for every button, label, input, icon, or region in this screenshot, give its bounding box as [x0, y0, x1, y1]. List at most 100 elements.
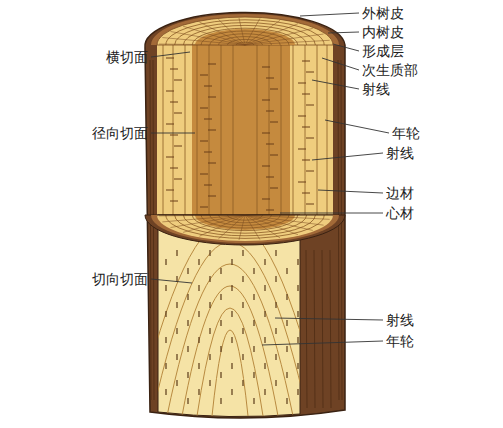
ring-arc	[166, 20, 324, 45]
ray-mark	[231, 363, 232, 369]
bark-line	[314, 250, 315, 408]
ray-mark	[170, 102, 178, 103]
ray-mark	[297, 285, 298, 291]
ray-mark	[208, 97, 216, 98]
ray-mark	[266, 78, 274, 79]
sapwood	[157, 215, 333, 241]
ring-arc	[175, 215, 316, 236]
growth-arch	[197, 308, 263, 416]
ray-mark	[275, 302, 276, 308]
ray-mark	[170, 168, 178, 169]
ring-line	[221, 45, 222, 215]
ray-mark	[242, 302, 243, 308]
cross-section-mid	[145, 215, 345, 245]
ray-mark	[198, 259, 199, 265]
ray-mark	[208, 64, 216, 65]
ring-line	[327, 45, 328, 215]
ring-line	[305, 45, 306, 215]
ray-mark	[298, 149, 306, 150]
sapwood	[157, 45, 333, 215]
bark-line	[322, 250, 323, 408]
bark-line	[338, 60, 339, 400]
ray-mark	[306, 138, 314, 139]
ray-mark	[306, 105, 314, 106]
ray-mark	[297, 389, 298, 395]
ray-mark	[187, 346, 188, 352]
ray-line	[159, 44, 245, 46]
ray-mark	[198, 363, 199, 369]
ray-mark	[204, 185, 212, 186]
ray-mark	[198, 389, 199, 395]
ray-mark	[306, 204, 314, 205]
ray-mark	[262, 67, 270, 68]
ray-mark	[198, 285, 199, 291]
ray-line	[245, 34, 324, 45]
ring-line	[185, 45, 186, 215]
ray-mark	[298, 83, 306, 84]
ray-mark	[220, 294, 221, 300]
ray-mark	[253, 372, 254, 378]
inner-bark	[151, 14, 339, 45]
ray-mark	[298, 182, 306, 183]
ray-mark	[242, 328, 243, 334]
leader-line	[312, 153, 383, 160]
ray-mark	[170, 201, 178, 202]
leader-line	[275, 318, 383, 320]
ray-line	[245, 215, 330, 219]
ring-line	[197, 45, 198, 215]
ray-mark	[270, 89, 278, 90]
ray-mark	[187, 372, 188, 378]
growth-arch	[152, 242, 308, 416]
ray-mark	[286, 372, 287, 378]
ray-mark	[209, 250, 210, 256]
ray-mark	[165, 389, 166, 395]
ray-mark	[200, 174, 208, 175]
ray-mark	[275, 276, 276, 282]
heartwood	[192, 45, 290, 215]
ring-arc	[210, 34, 280, 45]
ring-arc	[166, 215, 324, 238]
ray-mark	[264, 259, 265, 265]
ray-line	[171, 215, 245, 228]
ring-arc	[175, 23, 316, 45]
ring-arc	[210, 215, 280, 225]
ray-mark	[270, 122, 278, 123]
ray-line	[245, 215, 260, 240]
ray-mark	[176, 328, 177, 334]
ray-mark	[187, 294, 188, 300]
ray-mark	[174, 146, 182, 147]
ray-mark	[266, 144, 274, 145]
cross-section-top	[151, 14, 339, 45]
ray-mark	[170, 135, 178, 136]
part-label: 心材	[386, 205, 414, 221]
part-label: 年轮	[386, 333, 414, 349]
heartwood	[195, 29, 295, 45]
ray-mark	[286, 346, 287, 352]
ring-arc	[192, 28, 298, 45]
heartwood	[195, 215, 295, 230]
ray-mark	[266, 177, 274, 178]
step-edge	[157, 215, 333, 216]
section-label: 切向切面	[92, 271, 148, 287]
ray-mark	[264, 337, 265, 343]
ray-mark	[266, 111, 274, 112]
ray-line	[245, 20, 280, 45]
ray-mark	[165, 363, 166, 369]
ray-mark	[270, 188, 278, 189]
leader-line	[151, 279, 192, 283]
ray-mark	[264, 285, 265, 291]
ray-mark	[286, 268, 287, 274]
inner-bark	[151, 215, 339, 243]
ring-arc	[183, 215, 306, 233]
ray-mark	[242, 276, 243, 282]
ray-mark	[231, 285, 232, 291]
ray-line	[245, 215, 313, 230]
growth-arch	[167, 264, 293, 416]
ray-mark	[302, 94, 310, 95]
part-label: 射线	[386, 312, 414, 328]
ray-mark	[253, 346, 254, 352]
ray-mark	[166, 124, 174, 125]
leader-line	[151, 52, 190, 57]
